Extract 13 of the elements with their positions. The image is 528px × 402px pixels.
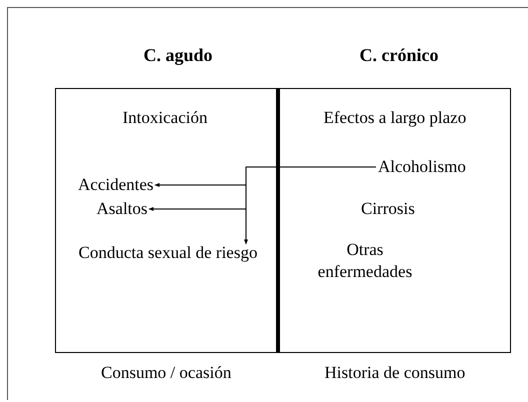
- column-footer: Historia de consumo: [324, 362, 466, 384]
- cell-text: Intoxicación: [122, 107, 208, 129]
- cell-text: Otras enfermedades: [316, 239, 414, 284]
- item-text: Alcoholismo: [378, 156, 466, 178]
- item-text: Accidentes: [78, 174, 154, 196]
- cell-text: Cirrosis: [361, 198, 415, 220]
- column-heading: C. agudo: [144, 44, 213, 67]
- item-text: Asaltos: [96, 198, 148, 220]
- column-heading: C. crónico: [360, 44, 438, 67]
- item-text: Conducta sexual de riesgo: [70, 242, 266, 264]
- arrow: [244, 166, 376, 244]
- column-footer: Consumo / ocasión: [101, 362, 232, 384]
- cell-text: Efectos a largo plazo: [324, 107, 466, 129]
